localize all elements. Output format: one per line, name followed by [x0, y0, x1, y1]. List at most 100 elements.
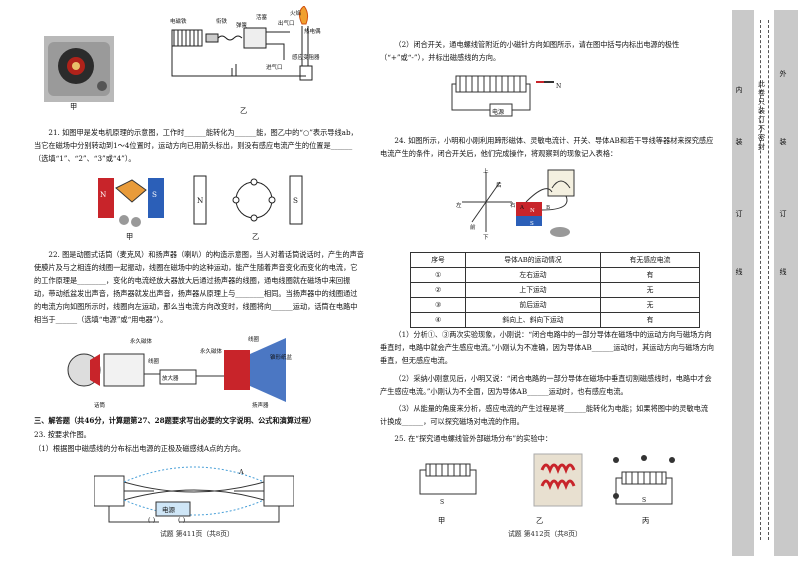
gas-valve-diagram: [162, 5, 332, 106]
label-piston: 活塞: [256, 15, 268, 21]
binding-inner: 内: [735, 86, 743, 93]
dir-down: 下: [483, 235, 489, 241]
footer-left: 试题 第411页（共8页）: [160, 530, 234, 538]
table-row: ③ 前后运动 无: [410, 297, 700, 313]
table-cell: 有: [600, 312, 700, 328]
table-row: ② 上下运动 无: [410, 282, 700, 298]
fig21-yi: 乙: [252, 232, 260, 241]
answer-3: （3）从能量的角度来分析，感应电流的产生过程是将______能转化为电能；如果将…: [380, 404, 709, 426]
table-header-row: 序号 导体AB的运动情况 有无感应电流: [410, 252, 700, 268]
binding-margin: 内 装 订 线 外 装 订 线 此卷只装 订不密封: [732, 0, 800, 566]
binding-xian: 线: [735, 268, 743, 275]
table-cell: 有: [600, 267, 700, 283]
label-mic: 话筒: [94, 403, 106, 409]
binding-strip-right: [774, 10, 798, 556]
table-row: ① 左右运动 有: [410, 267, 700, 283]
label-sensor: 感应变阻器: [292, 55, 320, 61]
results-table: 序号 导体AB的运动情况 有无感应电流 ① 左右运动 有 ② 上下运动 无 ③ …: [410, 252, 700, 328]
table-cell: 上下运动: [465, 282, 601, 298]
section-3-heading: 三、解答题（共46分，计算题第27、28题要求写出必要的文字说明、公式和演算过程…: [34, 416, 316, 425]
dir-front: 前: [470, 225, 476, 231]
jia-switch: S: [440, 499, 445, 506]
solenoid-compass-figure: [450, 68, 560, 128]
binding-outer: 外: [779, 70, 787, 77]
magnet-s: S: [530, 221, 534, 227]
dir-back: 后: [496, 183, 502, 189]
binding-strip-left: [732, 10, 754, 556]
bracket-left: ( ): [148, 516, 156, 524]
answer-2: （2）采纳小刚意见后，小明又说：“闭合电路的一部分导体在磁场中垂直切割磁感线时，…: [380, 374, 712, 396]
label-amplifier: 放大器: [162, 376, 179, 382]
binding-ding: 订: [735, 210, 743, 217]
binding-zhuang2: 装: [779, 138, 787, 145]
bing-switch: S: [642, 497, 647, 504]
label-thermocouple: 热电偶: [304, 29, 321, 35]
fig21-s2: S: [293, 196, 298, 205]
fig25-yi: 乙: [536, 516, 544, 525]
fig21-n: N: [100, 190, 107, 199]
table-cell: 无: [600, 282, 700, 298]
fig25-bing: 丙: [642, 516, 650, 525]
table-cell: 无: [600, 297, 700, 313]
label-coil1: 线圈: [148, 359, 160, 365]
fig21-jia: 甲: [126, 232, 134, 241]
binding-ding2: 订: [779, 210, 787, 217]
fig25-jia: 甲: [438, 516, 446, 525]
table-header: 有无感应电流: [600, 252, 700, 268]
label-spring: 弹簧: [236, 23, 248, 29]
question-22: 22. 图是动圈式话筒（麦克风）和扬声器（喇叭）的构造示意图，当人对着话筒说话时…: [34, 250, 364, 324]
fig21-s: S: [152, 190, 157, 199]
table-cell: 前后运动: [465, 297, 601, 313]
table-cell: ③: [410, 297, 466, 313]
label-outlet: 出气口: [278, 21, 295, 27]
generator-figure: [94, 168, 314, 232]
induction-experiment-figure: [456, 166, 586, 242]
question-23-2: （2）闭合开关，通电螺线管附近的小磁针方向如图所示，请在图中括号内标出电源的极性…: [380, 40, 680, 62]
label-electromagnet: 电磁铁: [170, 19, 187, 25]
stove-photo: [44, 36, 114, 102]
label-flame: 火焰: [290, 11, 302, 17]
table-cell: 左右运动: [465, 267, 601, 283]
label-paper-cone: 锥形纸盆: [270, 355, 293, 361]
label-armature: 衔铁: [216, 19, 228, 25]
binding-notice: 此卷只装 订不密封: [758, 80, 765, 151]
dir-left: 左: [456, 203, 462, 209]
point-a-label: A: [239, 468, 244, 476]
table-cell: ①: [410, 267, 466, 283]
power-source-label: 电源: [162, 506, 175, 514]
question-25: 25. 在“探究通电螺线管外部磁场分布”的实验中：: [394, 434, 553, 443]
table-cell: ④: [410, 312, 466, 328]
fig-label-yi: 乙: [240, 106, 248, 115]
footer-right: 试题 第412页（共8页）: [508, 530, 582, 538]
table-cell: 斜向上、斜向下运动: [465, 312, 601, 328]
fig21-n2: N: [197, 196, 204, 205]
label-speaker: 扬声器: [252, 403, 269, 409]
table-row: ④ 斜向上、斜向下运动 有: [410, 312, 700, 328]
conductor-b: B: [546, 205, 551, 211]
answer-1: （1）分析①、③两次实验现象，小刚说：“闭合电路中的一部分导体在磁场中的运动方向…: [380, 330, 714, 365]
table-header: 导体AB的运动情况: [465, 252, 601, 268]
question-24: 24. 如图所示，小明和小刚利用蹄形磁体、灵敏电流计、开关、导体AB和若干导线等…: [380, 136, 714, 158]
label-magnet1: 永久磁体: [130, 339, 153, 345]
bracket-right: ( ): [178, 516, 186, 524]
table-cell: ②: [410, 282, 466, 298]
question-23: 23. 按要求作图。: [34, 430, 91, 439]
magnet-n: N: [530, 208, 535, 214]
dir-up: 上: [483, 169, 489, 175]
conductor-a: A: [520, 205, 524, 211]
field-lines-figure: [93, 462, 295, 528]
dir-right: 右: [510, 203, 516, 209]
binding-xian2: 线: [779, 268, 787, 275]
fig-label-jia: 甲: [70, 102, 78, 111]
binding-zhuang: 装: [735, 138, 743, 145]
solenoid-source-label: 电源: [492, 109, 505, 116]
table-header: 序号: [410, 252, 466, 268]
solenoid-experiments-figure: [416, 450, 686, 516]
label-coil2: 线圈: [248, 337, 260, 343]
mic-speaker-figure: [60, 330, 300, 404]
compass-n-label: N: [556, 83, 562, 90]
label-inlet: 进气口: [266, 65, 283, 71]
question-21: 21. 如图甲是发电机原理的示意图，工作时______能转化为______能，图…: [34, 128, 358, 163]
label-magnet2: 永久磁体: [200, 349, 223, 355]
question-23-1: （1）根据图中磁感线的分布标出电源的正极及磁感线A点的方向。: [34, 444, 246, 453]
